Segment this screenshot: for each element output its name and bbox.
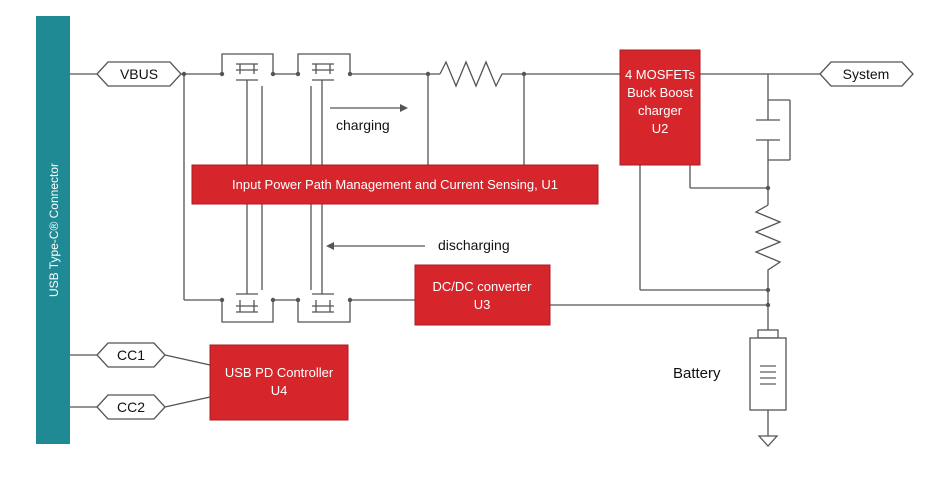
mosfet-icon	[297, 290, 351, 323]
arrow-left-icon	[326, 242, 334, 250]
resistor-icon	[439, 60, 508, 88]
u4-label-line-1: USB PD Controller	[225, 365, 334, 380]
mosfet-icon	[221, 53, 274, 86]
discharging-label: discharging	[438, 237, 510, 253]
block-u3: DC/DC converter U3	[414, 264, 551, 326]
block-u2: 4 MOSFETs Buck Boost charger U2	[619, 49, 701, 166]
connector-label: USB Type-C® Connector	[47, 163, 61, 297]
u2-label-line-3: charger	[638, 103, 683, 118]
block-u4: USB PD Controller U4	[209, 344, 349, 421]
battery-icon	[749, 329, 787, 411]
switch-icon	[756, 100, 780, 160]
mosfet-icon	[297, 53, 351, 86]
arrow-right-icon	[400, 104, 408, 112]
charging-arrow: charging	[330, 104, 408, 133]
wiring	[70, 73, 820, 436]
discharging-arrow: discharging	[326, 237, 510, 253]
cc1-label: CC1	[117, 347, 145, 363]
u3-label-line-1: DC/DC converter	[433, 279, 533, 294]
u2-label-line-1: 4 MOSFETs	[625, 67, 696, 82]
u4-label-line-2: U4	[271, 383, 288, 398]
u1-label: Input Power Path Management and Current …	[232, 177, 558, 192]
vbus-label: VBUS	[120, 66, 158, 82]
resistor-icon	[754, 204, 782, 280]
system-label: System	[843, 66, 890, 82]
u3-label-line-2: U3	[474, 297, 491, 312]
cc2-label: CC2	[117, 399, 145, 415]
ground-icon	[757, 435, 779, 447]
u2-label-line-2: Buck Boost	[627, 85, 693, 100]
block-u1: Input Power Path Management and Current …	[191, 164, 599, 205]
battery-label: Battery	[673, 365, 721, 382]
u2-label-line-4: U2	[652, 121, 669, 136]
system-port: System	[819, 61, 914, 87]
vbus-port: VBUS	[96, 61, 182, 87]
charging-label: charging	[336, 117, 390, 133]
cc2-port: CC2	[96, 394, 166, 420]
mosfet-icon	[221, 290, 274, 323]
usb-type-c-connector: USB Type-C® Connector	[36, 16, 70, 444]
cc1-port: CC1	[96, 342, 166, 368]
